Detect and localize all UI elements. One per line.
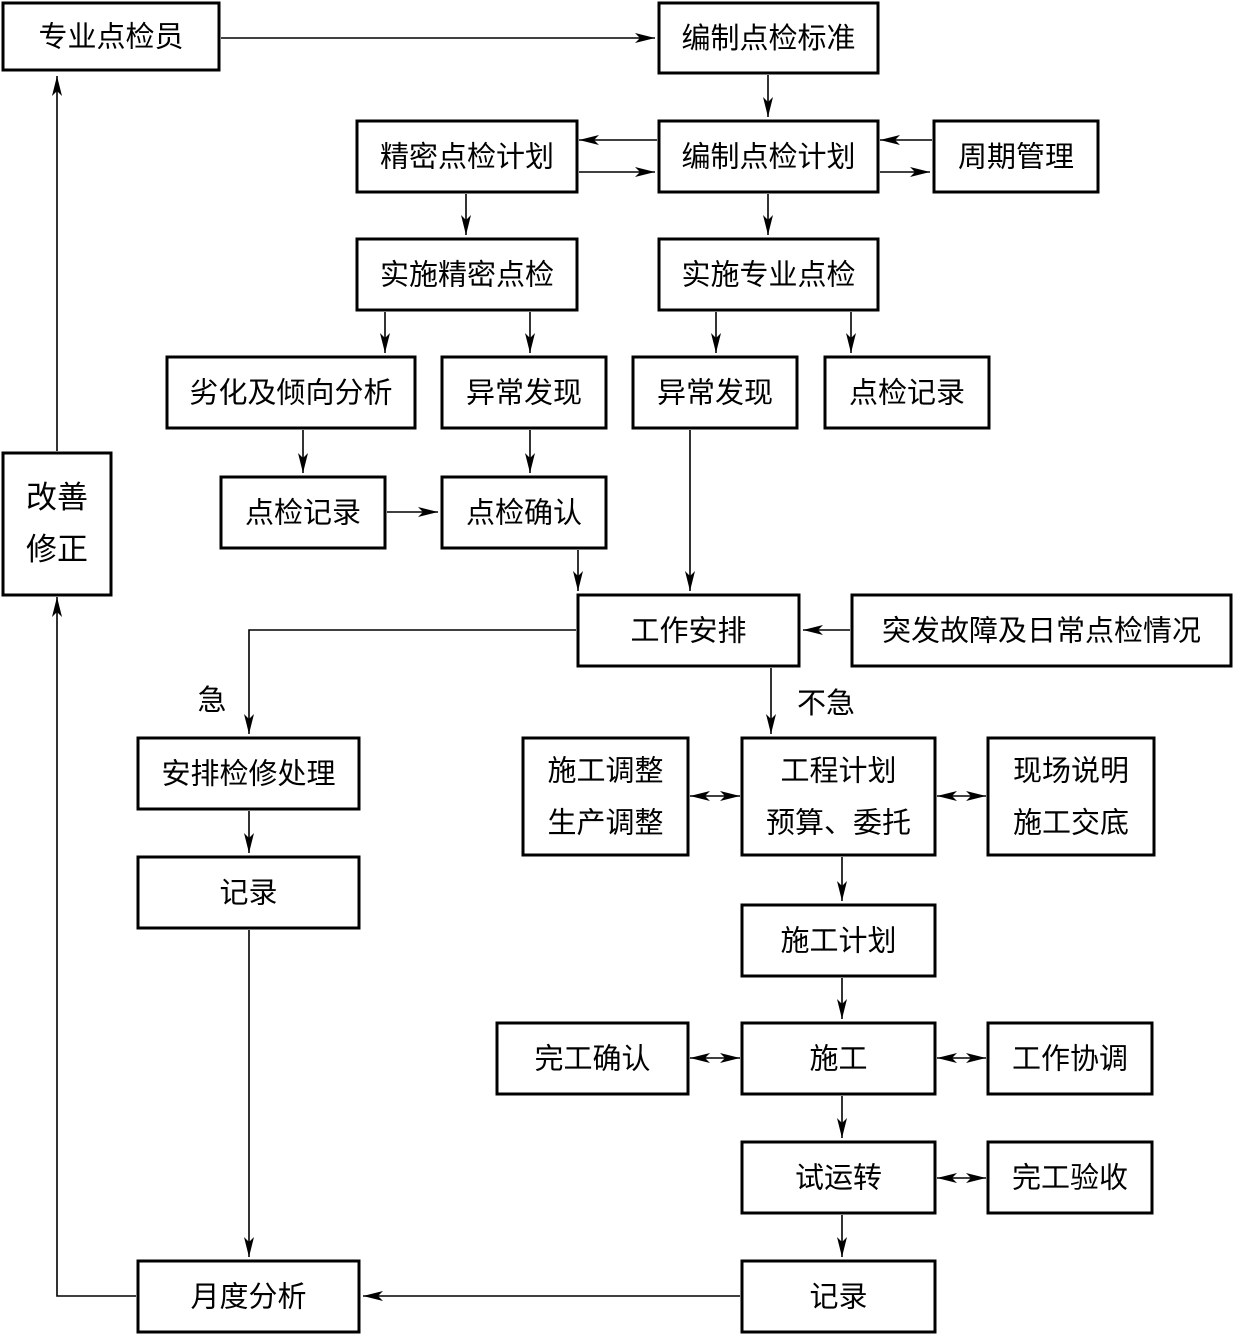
- node-monthly: 月度分析: [136, 1259, 361, 1334]
- node-label: 实施精密点检: [380, 258, 554, 292]
- node-label: 实施专业点检: [681, 258, 855, 292]
- node-rec-final: 记录: [740, 1259, 937, 1334]
- node-label: 试运转: [795, 1161, 882, 1195]
- node-box: [440, 355, 608, 430]
- edge-arrange-to-repair: [244, 629, 576, 734]
- node-box: [355, 237, 579, 312]
- node-box: [631, 355, 799, 430]
- node-rec-spec: 点检记录: [823, 355, 991, 430]
- node-sudden: 突发故障及日常点检情况: [850, 593, 1233, 668]
- node-box: [986, 1021, 1154, 1096]
- node-box: [355, 119, 579, 194]
- node-box: [823, 355, 991, 430]
- node-label: 工作安排: [630, 614, 746, 648]
- node-box: [136, 855, 361, 930]
- node-box: [740, 903, 937, 978]
- node-box: [740, 736, 937, 857]
- node-box: [495, 1021, 690, 1096]
- node-const-plan: 施工计划: [740, 903, 937, 978]
- node-done-confirm: 完工确认: [495, 1021, 690, 1096]
- node-label: 施工交底: [1013, 806, 1129, 840]
- node-label: 施工计划: [780, 924, 896, 958]
- node-box: [740, 1021, 937, 1096]
- node-specialist: 专业点检员: [1, 1, 221, 72]
- node-accept: 完工验收: [986, 1140, 1154, 1215]
- node-rec-precise: 点检记录: [219, 475, 387, 550]
- node-label: 修正: [26, 532, 88, 568]
- node-precise-plan: 精密点检计划: [355, 119, 579, 194]
- node-box: [932, 119, 1100, 194]
- node-box: [657, 237, 880, 312]
- node-degrade: 劣化及倾向分析: [165, 355, 417, 430]
- node-label: 点检确认: [466, 496, 582, 530]
- node-label: 完工确认: [534, 1042, 650, 1076]
- node-label: 突发故障及日常点检情况: [882, 614, 1201, 648]
- node-box: [657, 119, 880, 194]
- edge-monthly-to-improve: [52, 597, 136, 1297]
- node-label: 编制点检标准: [681, 21, 855, 55]
- node-std: 编制点检标准: [657, 1, 880, 75]
- node-label: 改善: [26, 480, 88, 516]
- node-box: [850, 593, 1233, 668]
- node-box: [440, 475, 608, 550]
- node-box: [740, 1140, 937, 1215]
- node-plan: 编制点检计划: [657, 119, 880, 194]
- node-box: [1, 1, 221, 72]
- node-label: 安排检修处理: [161, 757, 335, 791]
- node-box: [657, 1, 880, 75]
- node-label: 月度分析: [190, 1280, 306, 1314]
- node-label: 施工: [809, 1042, 867, 1076]
- node-repair: 安排检修处理: [136, 736, 361, 811]
- node-label: 编制点检计划: [681, 140, 855, 174]
- node-arrange: 工作安排: [576, 593, 801, 668]
- node-label: 精密点检计划: [380, 140, 554, 174]
- node-label: 周期管理: [958, 140, 1074, 174]
- node-box: [986, 736, 1156, 857]
- node-box: [986, 1140, 1154, 1215]
- node-box: [740, 1259, 937, 1334]
- node-label: 现场说明: [1013, 754, 1129, 788]
- node-trial: 试运转: [740, 1140, 937, 1215]
- node-label: 工作协调: [1012, 1042, 1128, 1076]
- node-label: 施工调整: [547, 754, 663, 788]
- node-label: 工程计划: [780, 754, 896, 788]
- node-impl-precise: 实施精密点检: [355, 237, 579, 312]
- node-box: [136, 1259, 361, 1334]
- edge-label-arrange-to-project: 不急: [797, 686, 855, 720]
- node-label: 完工验收: [1012, 1161, 1128, 1195]
- node-label: 劣化及倾向分析: [189, 376, 392, 410]
- node-abn2: 异常发现: [631, 355, 799, 430]
- node-label: 预算、委托: [766, 806, 911, 840]
- node-box: [576, 593, 801, 668]
- node-abn1: 异常发现: [440, 355, 608, 430]
- edge-label-arrange-to-repair: 急: [197, 683, 226, 717]
- node-label: 点检记录: [849, 376, 965, 410]
- node-label: 点检记录: [245, 496, 361, 530]
- node-label: 记录: [219, 876, 277, 910]
- node-impl-spec: 实施专业点检: [657, 237, 880, 312]
- node-box: [521, 736, 690, 857]
- node-confirm: 点检确认: [440, 475, 608, 550]
- node-label: 专业点检员: [38, 20, 183, 54]
- node-rec-urgent: 记录: [136, 855, 361, 930]
- node-box: [219, 475, 387, 550]
- node-box: [1, 451, 113, 597]
- node-coord: 工作协调: [986, 1021, 1154, 1096]
- node-cycle: 周期管理: [932, 119, 1100, 194]
- node-label: 异常发现: [657, 376, 773, 410]
- node-label: 生产调整: [547, 806, 663, 840]
- node-label: 异常发现: [466, 376, 582, 410]
- node-box: [136, 736, 361, 811]
- node-label: 记录: [809, 1280, 867, 1314]
- node-construct: 施工: [740, 1021, 937, 1096]
- node-box: [165, 355, 417, 430]
